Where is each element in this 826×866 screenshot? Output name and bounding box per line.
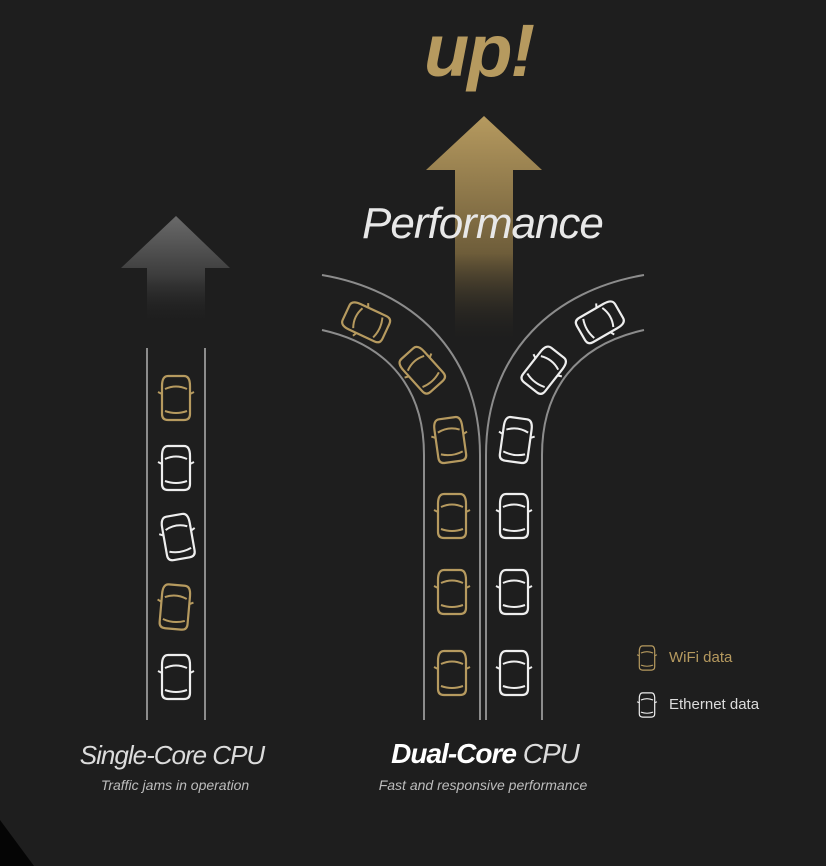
car-icon-wifi [154, 582, 196, 632]
legend-ethernet-car-icon [636, 692, 658, 718]
single-core-cars [154, 374, 201, 701]
car-icon-wifi [432, 568, 472, 616]
dual-core-subtitle: Fast and responsive performance [378, 777, 588, 793]
car-icon-ethernet [570, 294, 630, 350]
car-icon-wifi [337, 295, 395, 349]
single-core-title: Single-Core CPU [79, 740, 265, 770]
headline-up: up! [424, 9, 535, 92]
car-icon-wifi [432, 492, 472, 540]
car-icon-ethernet [156, 444, 196, 492]
car-icon-ethernet [494, 492, 534, 540]
corner-decoration [0, 820, 34, 866]
car-icon-ethernet [494, 568, 534, 616]
car-icon-ethernet [156, 653, 196, 701]
dual-core-title-bold: Dual-Core [391, 738, 517, 769]
dual-core-ethernet-cars [494, 294, 630, 697]
car-icon-ethernet [515, 340, 573, 400]
car-icon-wifi [156, 374, 196, 422]
legend-ethernet-label: Ethernet data [669, 696, 760, 713]
dual-core-roads [321, 274, 645, 720]
single-core-road [146, 348, 206, 720]
car-icon-ethernet [155, 511, 201, 563]
dual-core-wifi-cars [337, 295, 472, 697]
single-core-arrow [121, 216, 230, 325]
car-icon-ethernet [494, 414, 538, 466]
single-core-subtitle: Traffic jams in operation [100, 777, 250, 793]
dual-core-title: Dual-Core CPU [380, 740, 590, 768]
car-icon-wifi [428, 414, 472, 466]
dual-core-arrow [426, 116, 542, 345]
legend-wifi-label: WiFi data [669, 649, 733, 666]
car-icon-wifi [392, 340, 452, 400]
headline-performance: Performance [362, 199, 604, 248]
car-icon-wifi [432, 649, 472, 697]
dual-core-title-rest: CPU [522, 738, 580, 769]
car-icon-ethernet [494, 649, 534, 697]
legend-wifi-car-icon [636, 645, 658, 671]
